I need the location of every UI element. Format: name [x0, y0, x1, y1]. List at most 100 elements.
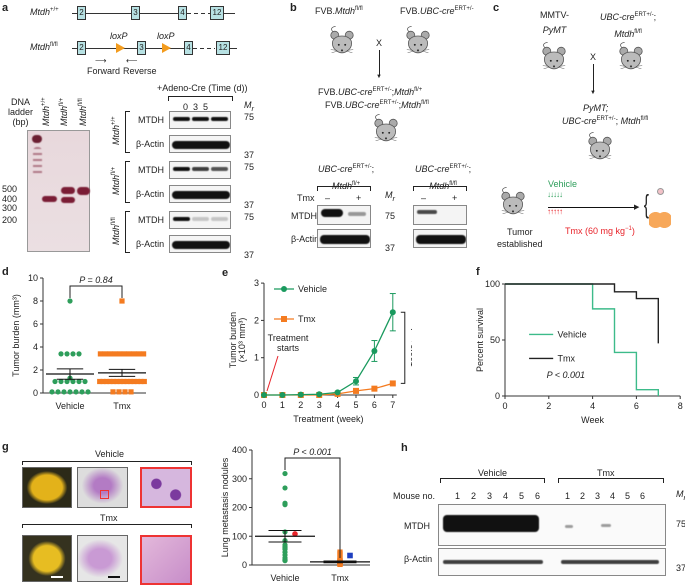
- mr-label: Mr: [244, 100, 254, 113]
- offspring-genotype-label: UBC-creERT+/-; Mtdhfl/fl: [562, 116, 649, 126]
- mr-label: Mr: [676, 489, 685, 502]
- data-point-vehicle: [70, 378, 76, 385]
- data-point-tmx: [97, 378, 103, 385]
- data-point-tmx: [110, 389, 116, 395]
- dashed-line: [193, 48, 215, 49]
- data-point-tmx: [116, 389, 122, 395]
- legend-label-vehicle: Vehicle: [298, 284, 327, 294]
- x-tick-label: 7: [390, 400, 395, 410]
- mouse-icon: [497, 185, 529, 217]
- mtdh-label: MTDH: [404, 521, 430, 531]
- data-point-tmx: [119, 298, 125, 304]
- highlight-point: [292, 531, 298, 537]
- parent-2-label: FVB.UBC-creERT+/-: [400, 6, 474, 16]
- wt-gene-line: [72, 13, 182, 14]
- data-point-tmx: [107, 378, 113, 385]
- genotype-bracket: [125, 211, 130, 253]
- data-point-vehicle: [67, 298, 73, 304]
- significance-bracket: [400, 311, 406, 384]
- outcome-brace: {: [643, 189, 649, 219]
- timeline-arrow: [548, 207, 636, 208]
- loxp-triangle-icon: [162, 43, 171, 53]
- mouse-icon: [615, 40, 647, 72]
- mouse-icon: [584, 130, 616, 162]
- y-tick-label: 3: [254, 278, 259, 288]
- time-3: 3: [193, 102, 199, 112]
- exon-3: 3: [131, 6, 140, 20]
- marker-75: 75: [244, 212, 255, 222]
- data-point-tmx: [121, 351, 127, 357]
- treatment-starts-label: Treatment: [268, 333, 309, 343]
- y-axis-unit-label: (×10³ mm³): [237, 318, 247, 363]
- y-tick-label: 0: [254, 390, 259, 400]
- data-point-tmx: [353, 387, 359, 394]
- mmtv-pymt-label: MMTV-PyMT: [540, 10, 569, 35]
- series-line-vehicle: [264, 311, 394, 396]
- h-vehicle-heading: Vehicle: [478, 468, 508, 478]
- p-value-label: P < 0.001: [293, 447, 331, 457]
- mtdh-blot: [413, 205, 467, 225]
- scale-bar: [108, 576, 120, 578]
- y-axis-label: Tumor burden (mm³): [11, 294, 21, 377]
- data-point-tmx: [131, 378, 137, 385]
- data-point-vehicle: [282, 502, 288, 508]
- panel-label-f: f: [476, 266, 480, 278]
- dna-gel: [27, 130, 90, 252]
- mtdh-label: MTDH: [138, 165, 164, 175]
- data-point-tmx: [117, 378, 123, 385]
- data-point-vehicle: [70, 351, 76, 357]
- time-5: 5: [203, 102, 209, 112]
- data-point-tmx: [371, 385, 378, 392]
- legend-label-vehicle: Vehicle: [558, 329, 587, 339]
- mtdh-blot: [317, 205, 371, 225]
- y-tick-label: 0: [495, 391, 500, 401]
- data-point-vehicle: [389, 309, 396, 316]
- mouse-icon: [402, 24, 434, 56]
- y-axis-label: Lung metastasis nodules: [220, 457, 230, 557]
- x-axis-label: Treatment (week): [293, 414, 363, 424]
- legend-marker: [281, 316, 287, 322]
- y-tick-label: 2: [254, 315, 259, 325]
- mouse-number: 3: [487, 491, 493, 501]
- mouse-number: 4: [503, 491, 509, 501]
- x-axis-label: Week: [581, 415, 604, 425]
- data-point-vehicle: [55, 389, 61, 395]
- mr-label: Mr: [385, 190, 395, 203]
- p-value-label: P < 0.001: [409, 329, 412, 367]
- lungs-icon: [649, 208, 671, 228]
- loxp-label: loxP: [157, 31, 175, 41]
- mtdh-blot: [169, 211, 231, 229]
- lane-label: Mtdhfl/+: [59, 97, 69, 126]
- y-tick-label: 50: [490, 335, 500, 345]
- data-point-tmx: [112, 351, 118, 357]
- data-point-vehicle: [85, 389, 91, 395]
- data-point-vehicle: [282, 470, 288, 477]
- tmx-dose-label: Tmx (60 mg kg−1): [565, 226, 635, 236]
- data-point-vehicle: [64, 351, 70, 357]
- y-tick-label: 100: [232, 531, 247, 541]
- data-point-tmx: [103, 378, 110, 385]
- data-point-vehicle: [371, 347, 378, 354]
- x-tick-label: 0: [261, 400, 266, 410]
- data-point-tmx: [131, 351, 137, 357]
- legend-label-tmx: Tmx: [558, 353, 576, 363]
- data-point-tmx: [110, 378, 117, 385]
- scale-bar: [51, 576, 63, 578]
- loxp-label: loxP: [110, 31, 128, 41]
- data-point-tmx: [136, 351, 142, 357]
- data-point-tmx: [117, 351, 123, 357]
- offspring-1-label: FVB.UBC-creERT+/-;Mtdhfl/+: [318, 87, 423, 97]
- data-point-vehicle: [282, 558, 288, 564]
- data-point-tmx: [141, 351, 147, 357]
- mouse-no-label: Mouse no.: [393, 491, 436, 501]
- tmx-bracket: [22, 524, 192, 528]
- h-tmx-heading: Tmx: [597, 468, 615, 478]
- y-tick-label: 4: [33, 342, 38, 352]
- data-point-tmx: [126, 351, 132, 357]
- cross-arrow-icon: [379, 50, 380, 76]
- y-axis-label: Tumor burden: [228, 312, 238, 368]
- data-point-vehicle: [58, 351, 64, 357]
